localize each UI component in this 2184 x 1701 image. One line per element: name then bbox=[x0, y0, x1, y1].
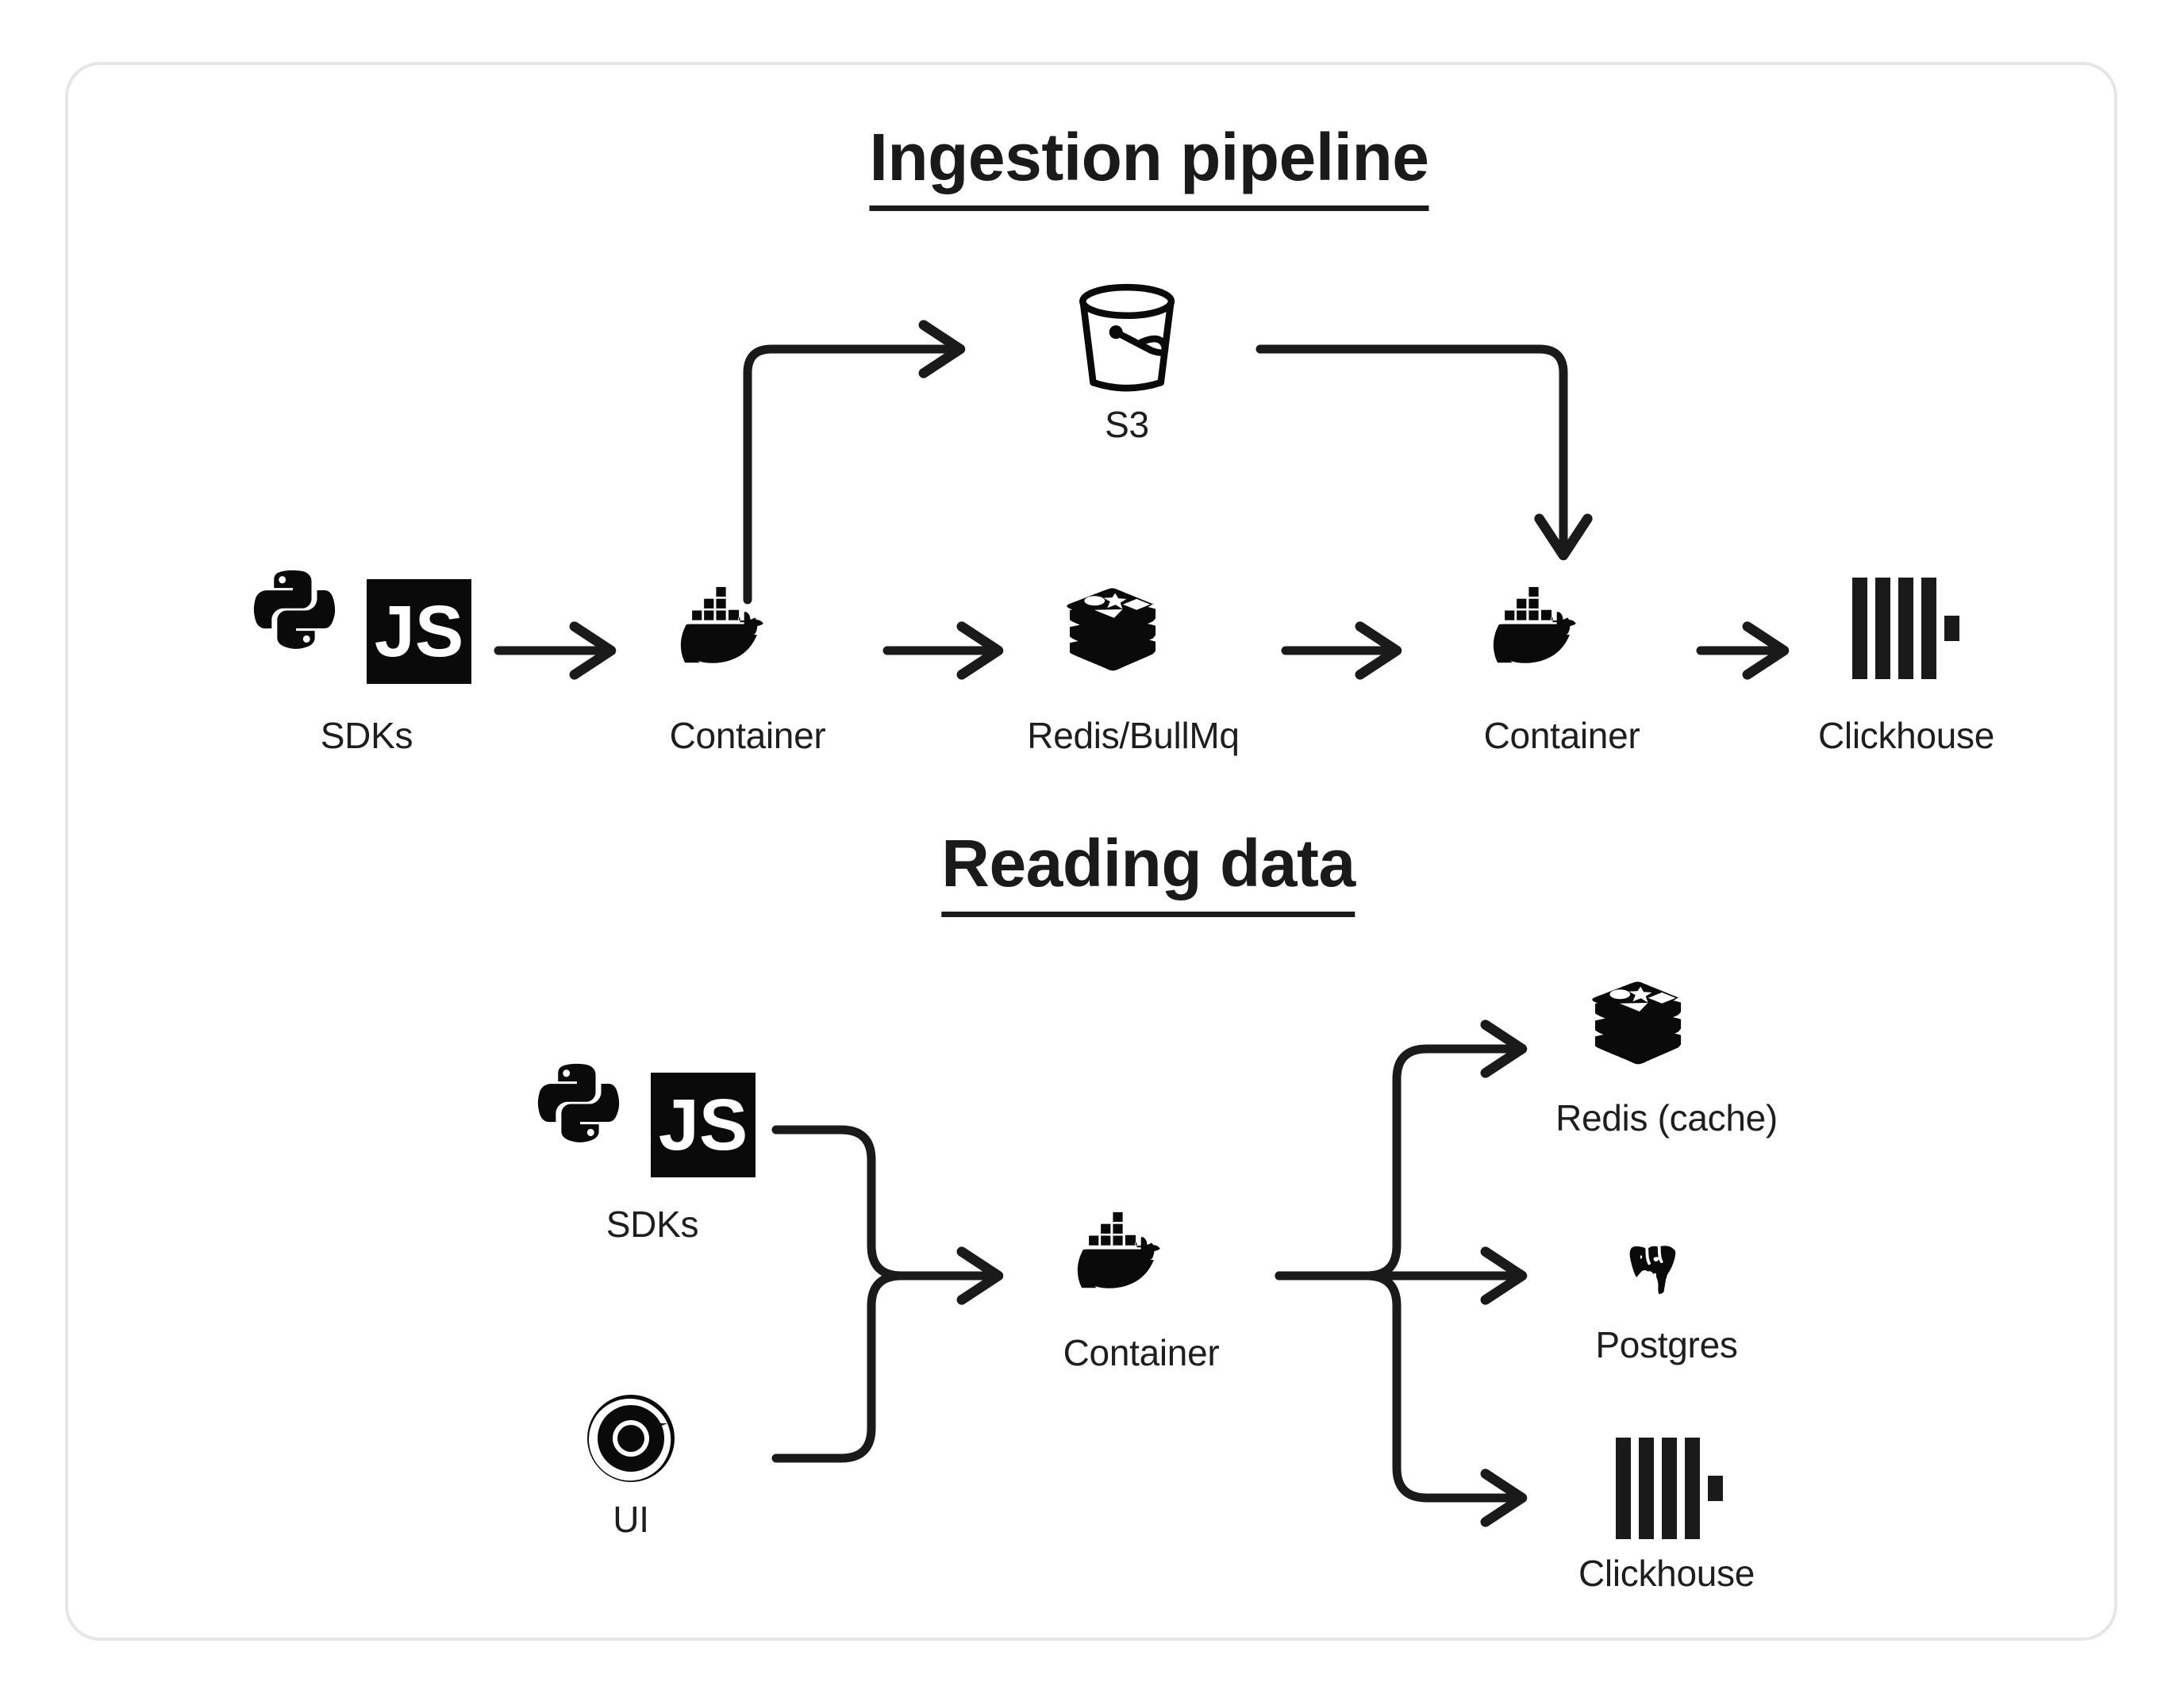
node-container-read[interactable]: Container bbox=[1063, 1325, 1220, 1373]
node-sdks-read-label: SDKs bbox=[606, 1204, 699, 1245]
node-container-ingest-2[interactable]: Container bbox=[1484, 708, 1640, 756]
clickhouse-icon bbox=[1616, 1438, 1723, 1539]
python-icon bbox=[253, 570, 336, 649]
section-title-reading-text: Reading data bbox=[941, 825, 1355, 917]
node-postgres[interactable]: Postgres bbox=[1595, 1317, 1737, 1365]
arrow-container1-to-s3 bbox=[743, 320, 966, 605]
javascript-icon: JS bbox=[367, 579, 471, 684]
docker-icon bbox=[1493, 586, 1576, 663]
node-redis-bullmq[interactable]: Redis/BullMq bbox=[1027, 708, 1240, 756]
docker-icon bbox=[680, 586, 763, 663]
section-title-ingestion: Ingestion pipeline bbox=[869, 119, 1429, 211]
diagram-card bbox=[65, 62, 2117, 1641]
javascript-icon: JS bbox=[651, 1073, 756, 1177]
arrow-s3-to-container2 bbox=[1255, 344, 1593, 561]
node-postgres-label: Postgres bbox=[1595, 1324, 1738, 1365]
arrow-container-to-clickhouse bbox=[1275, 1271, 1528, 1527]
clickhouse-icon bbox=[1852, 578, 1959, 679]
redis-icon bbox=[1592, 981, 1682, 1065]
redis-icon bbox=[1067, 588, 1156, 671]
node-clickhouse-bottom[interactable]: Clickhouse bbox=[1578, 1545, 1755, 1594]
node-ui[interactable]: UI bbox=[613, 1492, 649, 1540]
node-s3-label: S3 bbox=[1105, 404, 1149, 445]
node-redis-cache[interactable]: Redis (cache) bbox=[1555, 1090, 1778, 1138]
node-s3[interactable]: S3 bbox=[1105, 397, 1149, 445]
node-clickhouse-bottom-label: Clickhouse bbox=[1578, 1553, 1755, 1594]
javascript-icon-label: JS bbox=[374, 590, 464, 672]
postgres-icon bbox=[1621, 1237, 1688, 1303]
node-ui-label: UI bbox=[613, 1499, 649, 1540]
node-clickhouse-top[interactable]: Clickhouse bbox=[1818, 708, 1994, 756]
python-icon bbox=[537, 1063, 620, 1142]
section-title-ingestion-text: Ingestion pipeline bbox=[869, 119, 1429, 211]
docker-icon bbox=[1077, 1211, 1160, 1288]
node-container-ingest-1-label: Container bbox=[669, 715, 826, 756]
node-container-ingest-2-label: Container bbox=[1483, 715, 1640, 756]
node-clickhouse-top-label: Clickhouse bbox=[1818, 715, 1994, 756]
javascript-icon-label: JS bbox=[658, 1084, 748, 1165]
node-sdks-top[interactable]: SDKs bbox=[321, 708, 413, 756]
bucket-icon bbox=[1079, 283, 1175, 392]
section-title-reading: Reading data bbox=[941, 825, 1355, 917]
node-redis-bullmq-label: Redis/BullMq bbox=[1027, 715, 1240, 756]
node-sdks-top-label: SDKs bbox=[320, 715, 413, 756]
chrome-icon bbox=[587, 1395, 675, 1482]
node-redis-cache-label: Redis (cache) bbox=[1555, 1097, 1778, 1138]
node-container-ingest-1[interactable]: Container bbox=[670, 708, 826, 756]
node-sdks-read[interactable]: SDKs bbox=[606, 1196, 699, 1245]
arrow-ui-to-container-read bbox=[771, 1271, 1003, 1463]
node-container-read-label: Container bbox=[1063, 1332, 1220, 1373]
